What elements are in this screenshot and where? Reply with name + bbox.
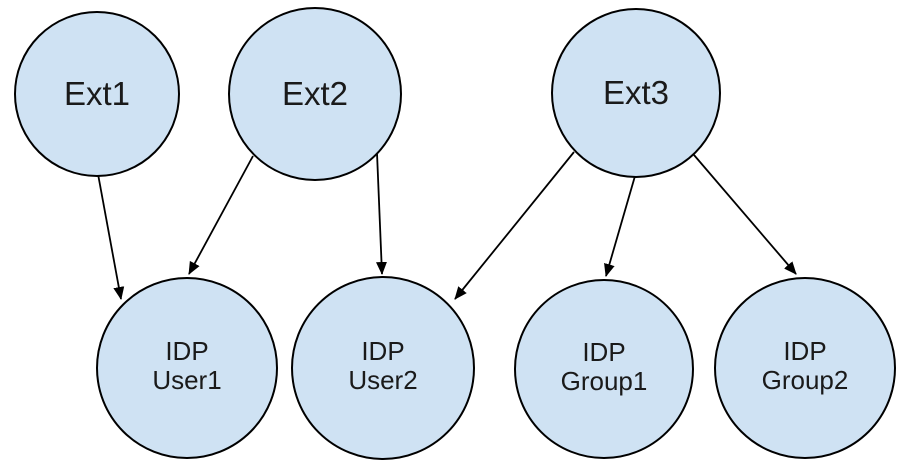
- node-ext1-label: Ext1: [64, 75, 130, 112]
- node-layer: [14, 7, 896, 460]
- edge-ext2-to-idp-user2: [376, 152, 387, 275]
- node-idp-user2-label-line2: User2: [348, 365, 417, 395]
- node-idp-user1-label-line1: IDP: [165, 336, 208, 366]
- node-idp-user1-circle: [96, 277, 278, 459]
- node-idp-user1-label-line2: User1: [152, 365, 221, 395]
- node-ext2-label: Ext2: [282, 75, 348, 112]
- node-idp-user2-label-line1: IDP: [361, 336, 404, 366]
- node-ext2-circle: [228, 7, 402, 181]
- edge-layer: [97, 151, 797, 300]
- node-ext1-circle: [14, 11, 180, 177]
- node-ext3-circle: [551, 8, 721, 178]
- edge-ext3-to-idp-group2: [693, 154, 797, 275]
- node-idp-user2-circle: [291, 276, 475, 460]
- node-idp-group2-circle: [714, 277, 896, 459]
- node-idp-group1-label-line2: Group1: [561, 366, 648, 396]
- edge-ext3-to-idp-group1: [604, 175, 636, 277]
- edge-ext3-to-idp-user2: [454, 151, 575, 300]
- edge-ext2-to-idp-user1: [188, 155, 254, 275]
- node-idp-group1-label-line1: IDP: [582, 337, 625, 367]
- node-ext3-label: Ext3: [603, 74, 669, 111]
- node-idp-group2-label-line2: Group2: [762, 365, 849, 395]
- node-idp-group1-circle: [514, 279, 694, 459]
- node-idp-group2-label-line1: IDP: [783, 336, 826, 366]
- edge-ext1-to-idp-user1: [97, 173, 125, 300]
- label-layer: Ext1 Ext2 Ext3 IDP User1 IDP User2 IDP G…: [64, 74, 848, 396]
